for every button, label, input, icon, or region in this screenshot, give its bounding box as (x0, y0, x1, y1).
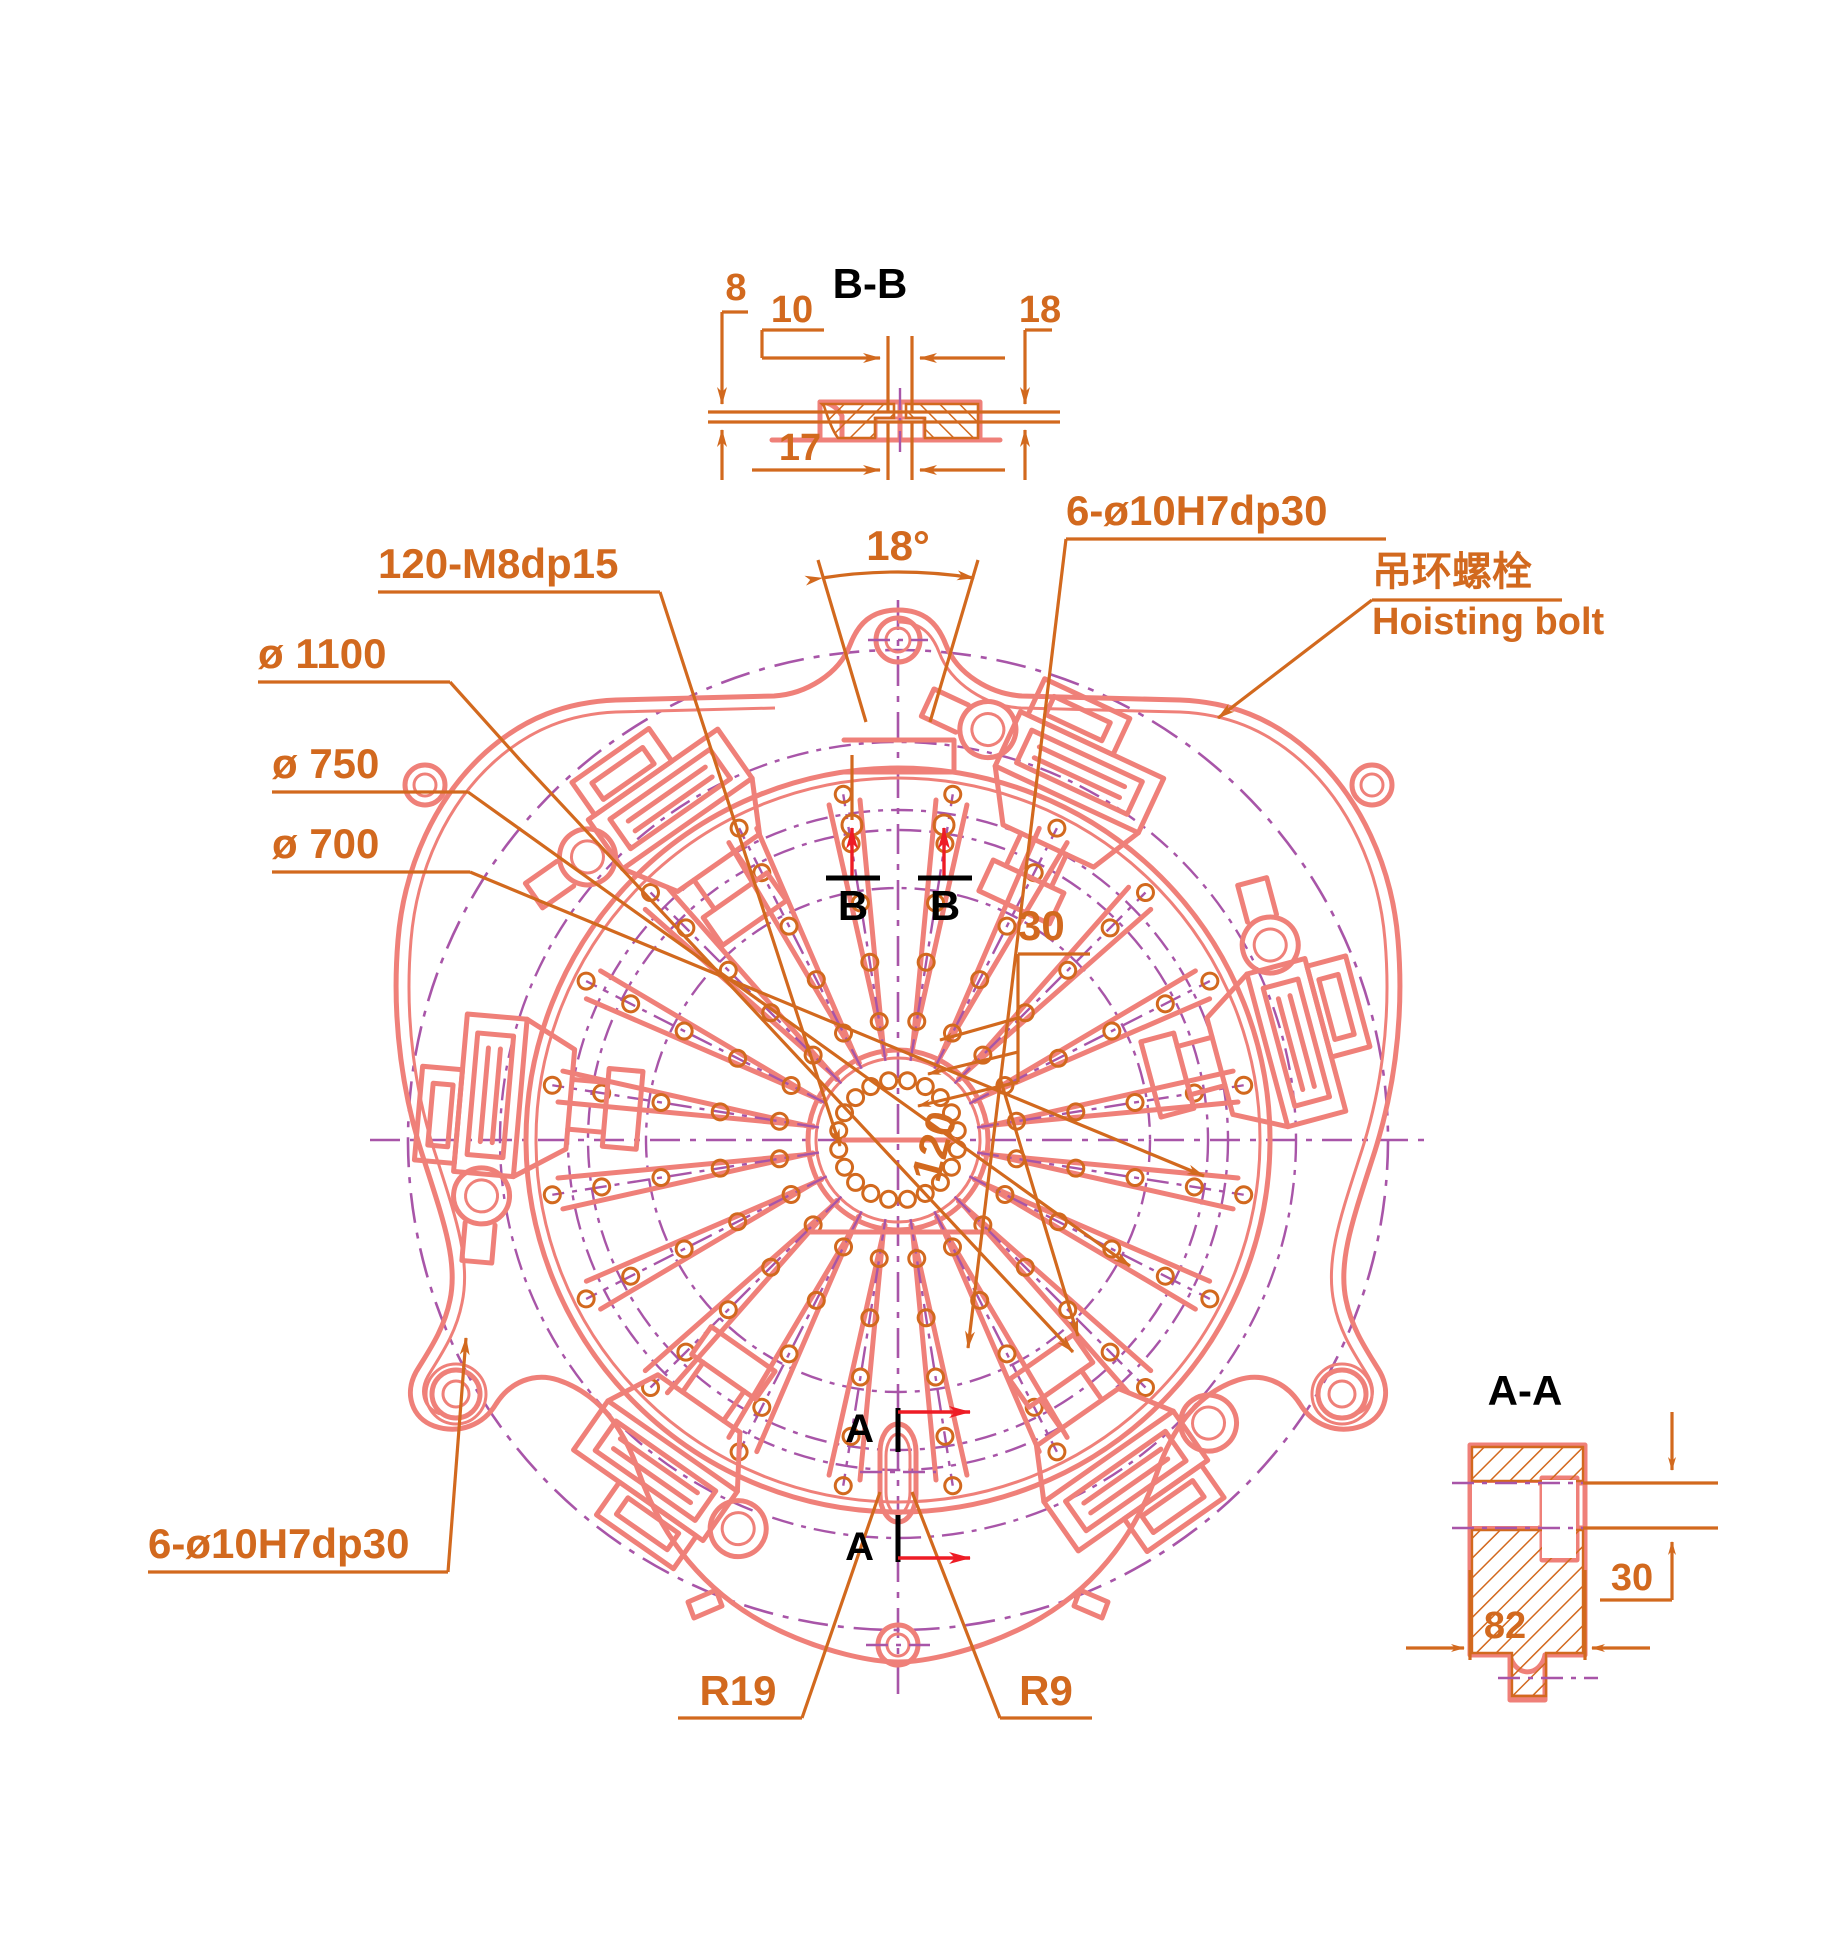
dim-18-group: 18 (1019, 289, 1061, 480)
dim-82-aa-group: 82 (1406, 1570, 1650, 1660)
label-120-m8dp15: 120-M8dp15 (378, 540, 842, 1147)
dim-17-group: 17 (752, 427, 1005, 475)
hoist-boss-bottom-right (1071, 1587, 1111, 1621)
section-marker-a-top-label: A (845, 1407, 874, 1451)
label-dia-1100-text: ø 1100 (258, 630, 386, 677)
hoist-boss-left-upper (402, 762, 448, 808)
dim-30-aa-label: 30 (1611, 1557, 1653, 1599)
dim-10-group: 10 (760, 289, 1005, 363)
angle-18-group: 18° (804, 522, 980, 723)
clamp-assembly (571, 1324, 778, 1572)
label-dim-30-main-text: 30 (1018, 902, 1065, 949)
clamp-assembly (918, 676, 1167, 927)
section-marker-b-right-label: B (930, 882, 960, 929)
section-aa-title: A-A (1488, 1367, 1563, 1414)
top-chord-bar (807, 737, 989, 1235)
hoist-boss-top (868, 615, 928, 665)
dim-18-label: 18 (1019, 289, 1061, 331)
clamp-assembly (1006, 1332, 1240, 1555)
label-hoisting-bolt-cn: 吊环螺栓 (1372, 550, 1532, 594)
section-marker-a-bottom-label: A (845, 1525, 874, 1569)
center-dowel-bottom (860, 1421, 936, 1525)
label-dowel-bottom: 6-ø10H7dp30 (148, 1337, 470, 1574)
section-marker-a-bottom: A (845, 1515, 971, 1569)
label-120-m8dp15-text: 120-M8dp15 (378, 540, 618, 587)
section-bb-title: B-B (833, 260, 908, 307)
label-dowel-top: 6-ø10H7dp30 (965, 487, 1386, 1349)
angle-18-label: 18° (866, 522, 930, 569)
label-r19: R19 (678, 1491, 882, 1720)
hoist-boss-bottom (866, 1622, 930, 1668)
label-hoisting-bolt-en: Hoisting bolt (1372, 601, 1605, 643)
label-dia-700-text: ø 700 (272, 820, 379, 867)
hoisting-bolt-bosses (402, 615, 1395, 1668)
clamp-assembly (411, 1011, 646, 1266)
section-marker-b-left: B (826, 755, 880, 929)
section-marker-a-top: A (845, 1406, 971, 1452)
clamp-assembly (1138, 875, 1373, 1130)
section-bb-view: B-B 10 (708, 260, 1061, 480)
label-r9-text: R9 (1019, 1667, 1073, 1714)
label-r19-text: R19 (699, 1667, 776, 1714)
section-aa-hatching (1470, 1445, 1585, 1698)
label-dim-30-main: 30 (917, 902, 1090, 1108)
label-dia-750-text: ø 750 (272, 740, 379, 787)
hoist-boss-bottom-left (685, 1587, 725, 1621)
dim-10-label: 10 (771, 289, 813, 331)
dim-8-label: 8 (725, 267, 746, 309)
label-dia-750: ø 750 (272, 740, 1131, 1268)
section-marker-b-right: B (918, 827, 972, 929)
label-dowel-bottom-text: 6-ø10H7dp30 (148, 1520, 409, 1567)
section-aa-view: A-A 30 (1406, 1367, 1718, 1703)
dim-8-group: 8 (717, 267, 748, 480)
label-dia-700: ø 700 (272, 820, 1205, 1178)
label-hoisting-bolt: 吊环螺栓 Hoisting bolt (1217, 550, 1605, 720)
dim-82-aa-label: 82 (1484, 1605, 1526, 1647)
hoist-boss-right-upper (1349, 762, 1395, 808)
dim-17-label: 17 (779, 427, 821, 469)
label-r9: R9 (910, 1491, 1092, 1720)
section-marker-b-left-label: B (838, 882, 868, 929)
hoist-boss-right-lower (1310, 1362, 1374, 1426)
clamp-assemblies (411, 676, 1373, 1572)
dim-30-aa-group: 30 (1583, 1412, 1718, 1602)
hoist-boss-left-lower (424, 1362, 488, 1426)
label-dowel-top-text: 6-ø10H7dp30 (1066, 487, 1327, 534)
